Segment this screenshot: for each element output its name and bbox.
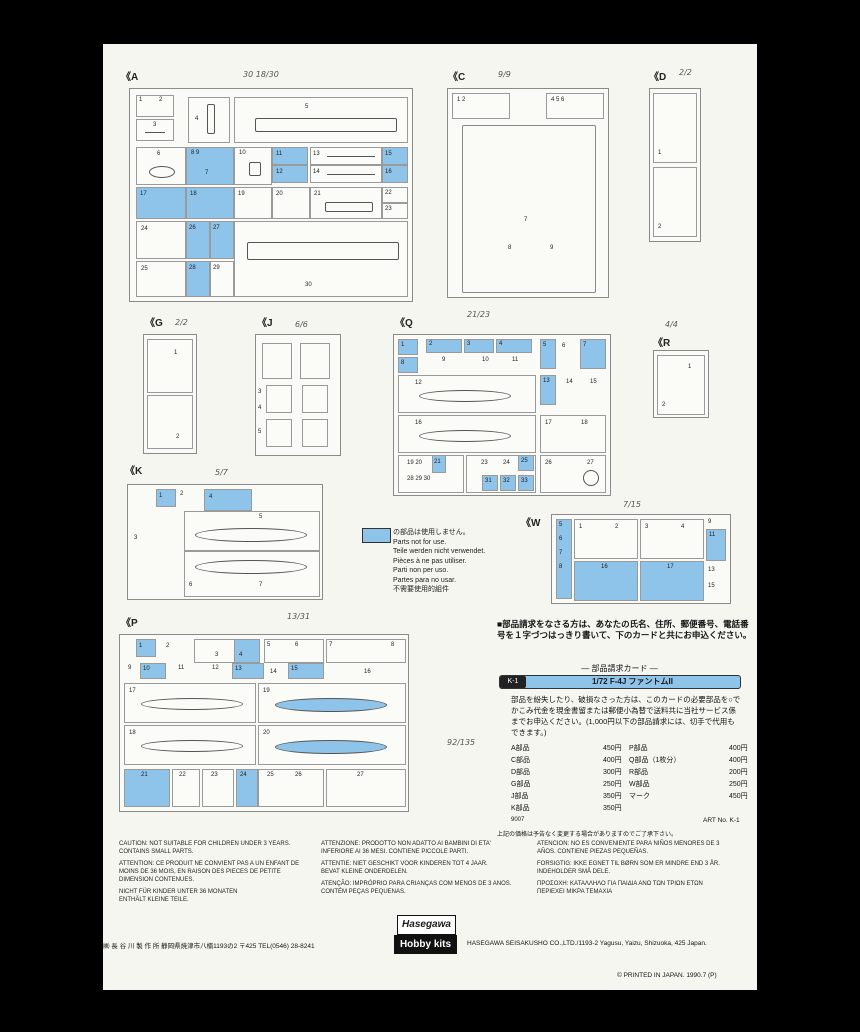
- art-number: ART No. K-1: [703, 817, 740, 824]
- frame-label-d: 《D: [649, 72, 667, 83]
- frame-label-w: 《W: [521, 518, 541, 529]
- price-row: Q部品（1枚分）400円: [629, 757, 748, 764]
- frame-label-p: 《P: [121, 618, 138, 629]
- side-handwritten-note: 92/135: [447, 738, 476, 747]
- card-title: — 部品請求カード —: [581, 664, 658, 673]
- logo-tagline: Hobby kits: [394, 935, 457, 954]
- price-disclaimer: 上記の価格は予告なく変更する場合がありますのでご了承下さい。: [497, 832, 678, 838]
- legend-line: Parts not for use.: [393, 538, 447, 546]
- en-company-address: HASEGAWA SEISAKUSHO CO.,LTD./1193-2 Yagu…: [467, 940, 707, 947]
- order-heading: ■部品請求をなさる方は、あなたの氏名、住所、郵便番号、電話番号を１字づつはっきり…: [497, 619, 752, 640]
- legend-line: Partes para no usar.: [393, 576, 457, 584]
- frame-note-k: 5/7: [215, 468, 228, 477]
- sprue-frame-c: 1 2 4 5 6 7 8 9: [447, 88, 609, 298]
- frame-label-c: 《C: [448, 72, 466, 83]
- warning-column-2: ATTENZIONE: PRODOTTO NON ADATTO AI BAMBI…: [321, 841, 512, 895]
- frame-note-c: 9/9: [498, 70, 511, 79]
- frame-note-a: 30 18/30: [243, 70, 279, 79]
- frame-note-p: 13/31: [287, 612, 311, 621]
- card-code: K-1: [500, 676, 526, 688]
- legend-line: Parti non per uso.: [393, 567, 449, 574]
- not-for-use-swatch: [362, 528, 391, 543]
- frame-note-g: 2/2: [175, 318, 188, 327]
- frame-note-w: 7/15: [623, 500, 641, 509]
- warning-column-3: ATENCION: NO ES CONVENIENTE PARA NIÑOS M…: [537, 841, 720, 895]
- jp-company-address: ㈱ 長 谷 川 製 作 所 静岡県焼津市八楠1193の2 〒425 TEL(05…: [103, 943, 315, 950]
- frame-note-j: 6/6: [295, 320, 308, 329]
- legend-line: 不需要使用的組件: [393, 586, 449, 593]
- logo-brand: Hasegawa: [397, 915, 456, 935]
- card-kit-name: 1/72 F-4J ファントムII: [592, 677, 673, 686]
- parts-order-form: ■部品請求をなさる方は、あなたの氏名、住所、郵便番号、電話番号を１字づつはっきり…: [497, 619, 755, 838]
- hasegawa-logo: Hasegawa Hobby kits: [394, 913, 457, 956]
- legend-line: Pièces à ne pas utiliser.: [393, 557, 467, 565]
- sprue-frame-g: 1 2: [143, 334, 197, 454]
- frame-note-r: 4/4: [665, 320, 678, 329]
- frame-label-q: 《Q: [395, 318, 413, 329]
- frame-label-k: 《K: [125, 466, 143, 477]
- frame-label-a: 《A: [121, 72, 139, 83]
- frame-note-d: 2/2: [679, 68, 692, 77]
- warning-column-1: CAUTION: NOT SUITABLE FOR CHILDREN UNDER…: [119, 841, 300, 903]
- legend-line: Teile werden nicht verwendet.: [393, 548, 486, 555]
- sprue-frame-d: 1 2: [649, 88, 701, 242]
- card-header: K-1 1/72 F-4J ファントムII: [499, 675, 741, 689]
- not-for-use-legend: の部品は使用しません。 Parts not for use. Teile wer…: [393, 528, 485, 595]
- card-body: 部品を紛失したり、破損なさった方は、このカードの必要部品を○でかこみ代金を現金書…: [511, 695, 741, 737]
- legend-line: の部品は使用しません。: [393, 529, 470, 536]
- card-code-number: 9007: [511, 817, 525, 823]
- frame-note-q: 21/23: [467, 310, 491, 319]
- printed-note: © PRINTED IN JAPAN. 1990.7 (P): [617, 972, 717, 979]
- frame-label-j: 《J: [257, 318, 273, 329]
- frame-label-r: 《R: [653, 338, 671, 349]
- frame-label-g: 《G: [145, 318, 163, 329]
